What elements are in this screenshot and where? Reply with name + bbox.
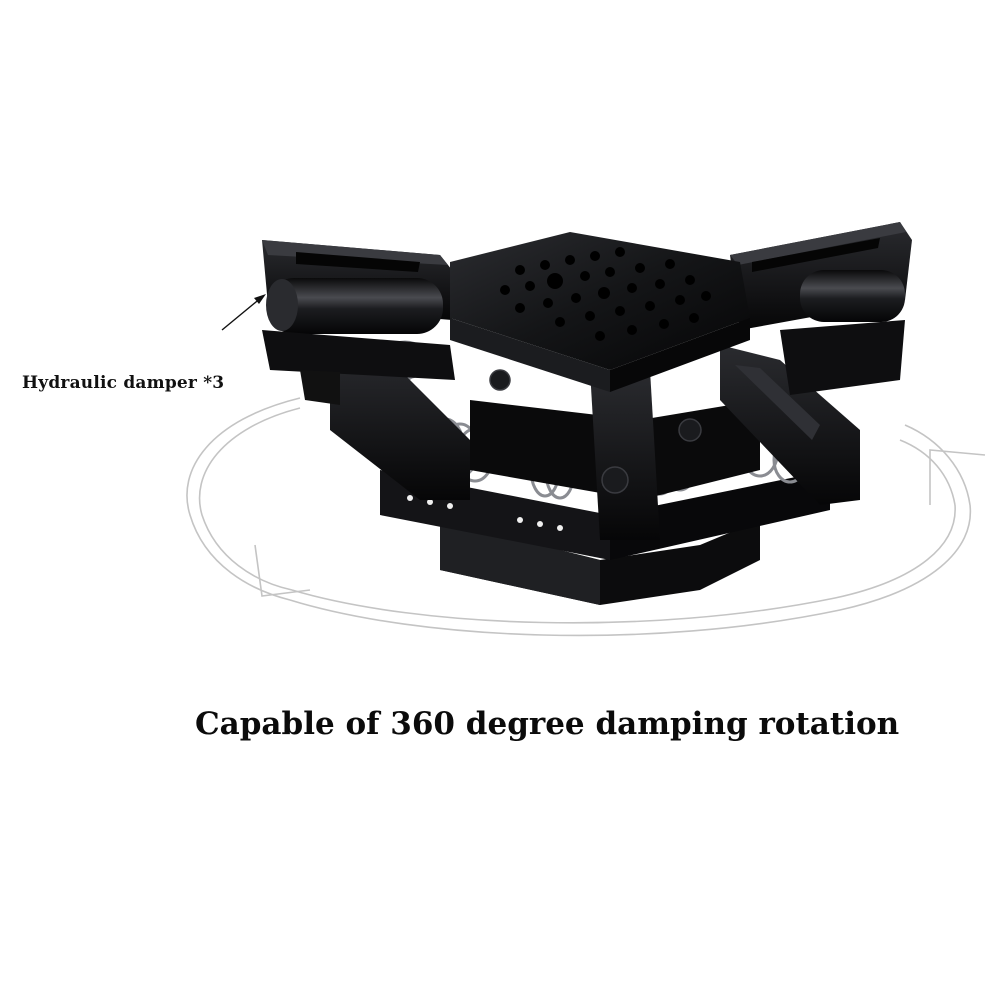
rotation-arrow-icon bbox=[186, 397, 986, 637]
hydraulic-damper-label: Hydraulic damper *3 bbox=[22, 373, 225, 393]
damping-mount bbox=[262, 222, 912, 605]
rotation-caption: Capable of 360 degree damping rotation bbox=[195, 706, 900, 742]
pointer-arrow-icon bbox=[221, 294, 266, 331]
plate-holes bbox=[500, 247, 711, 341]
